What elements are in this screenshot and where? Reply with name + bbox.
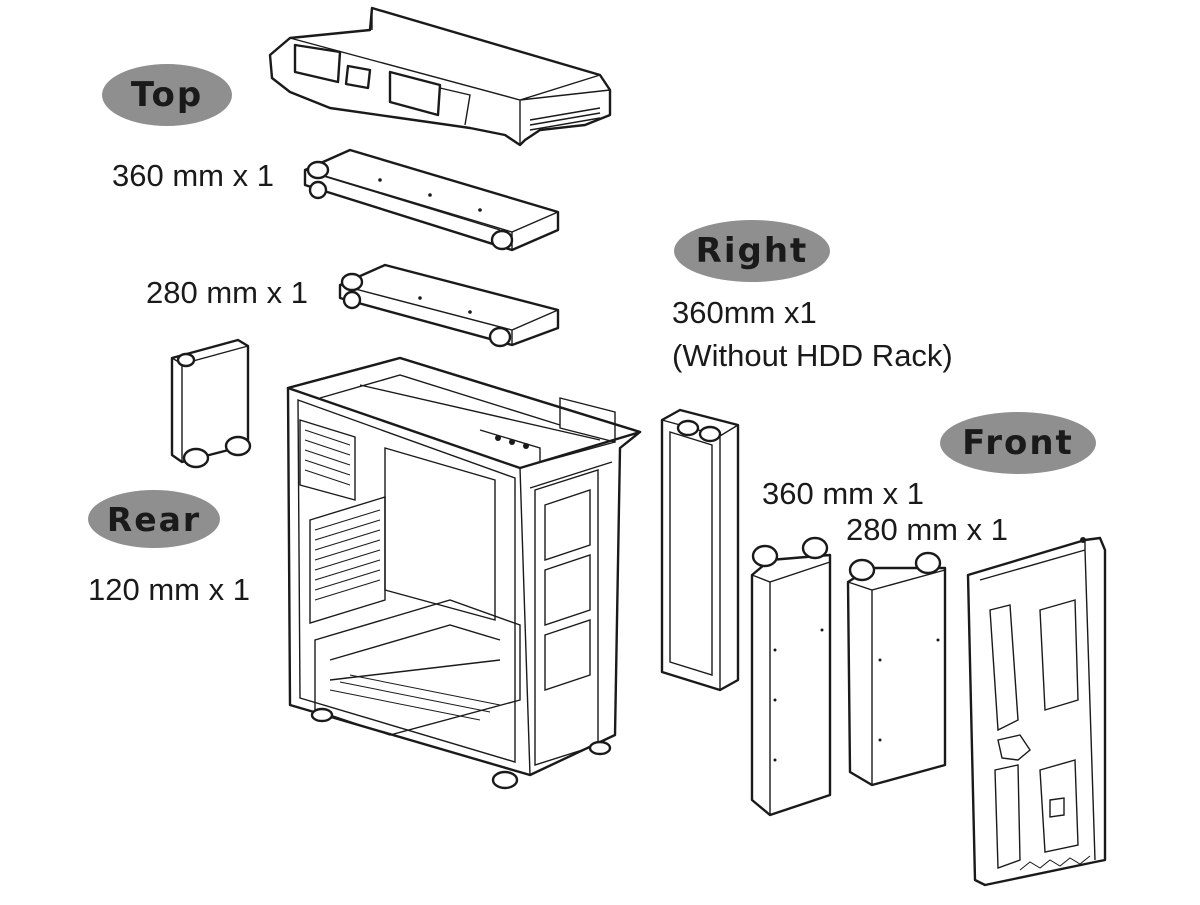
front-360-radiator-illustration [750, 536, 832, 817]
right-360-radiator-illustration [660, 408, 740, 692]
top-badge-text: Top [130, 75, 204, 115]
top-360-label: 360 mm x 1 [112, 158, 274, 193]
top-360-radiator-illustration [303, 148, 560, 252]
front-280-radiator-illustration [846, 551, 947, 787]
right-note-label: (Without HDD Rack) [672, 338, 953, 373]
right-360-label: 360mm x1 [672, 295, 817, 330]
top-280-radiator-illustration [338, 263, 560, 348]
chassis-illustration [286, 356, 642, 790]
top-badge: Top [102, 64, 232, 126]
rear-badge: Rear [88, 490, 220, 548]
front-280-label: 280 mm x 1 [846, 512, 1008, 547]
right-badge: Right [674, 220, 830, 282]
rear-120-label: 120 mm x 1 [88, 572, 250, 607]
front-360-label: 360 mm x 1 [762, 476, 924, 511]
right-badge-text: Right [695, 231, 809, 271]
front-badge-text: Front [962, 423, 1074, 463]
top-280-label: 280 mm x 1 [146, 275, 308, 310]
rear-badge-text: Rear [106, 499, 202, 539]
rear-120-radiator-illustration [170, 338, 252, 469]
top-panel-illustration [268, 6, 612, 147]
front-badge: Front [940, 412, 1096, 474]
front-panel-illustration [966, 536, 1107, 887]
